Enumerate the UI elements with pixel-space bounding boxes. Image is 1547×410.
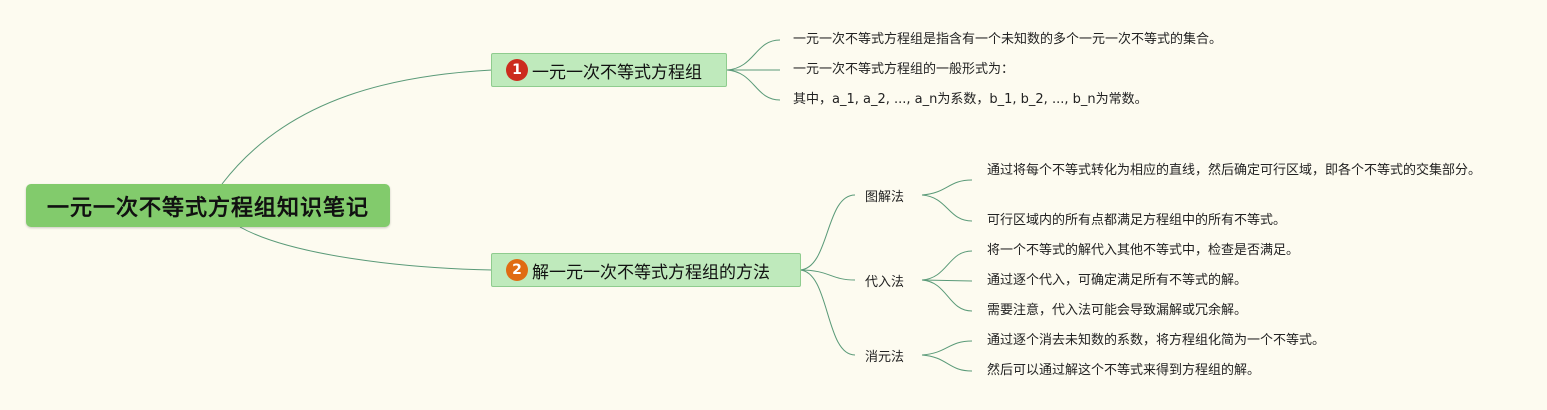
connector-branch2-method2 [799, 269, 856, 281]
connector-root-branch1 [221, 69, 493, 185]
priority-1-badge: 1 [506, 59, 528, 81]
leaf-elimination-simplify[interactable]: 通过逐个消去未知数的系数，将方程组化简为一个不等式。 [987, 333, 1326, 348]
connector-method1-leaf1 [921, 179, 973, 196]
leaf-definition-coefficients[interactable]: 其中，a_1, a_2, ..., a_n为系数，b_1, b_2, ..., … [793, 92, 1148, 107]
connector-method3-leaf2 [921, 354, 973, 372]
connector-method2-leaf3 [921, 279, 973, 312]
branch-solving-methods[interactable]: 2 解一元一次不等式方程组的方法 [491, 253, 801, 287]
method-elimination[interactable]: 消元法 [865, 350, 905, 365]
leaf-definition-general-form[interactable]: 一元一次不等式方程组的一般形式为： [793, 62, 1015, 77]
connector-branch2-method1 [799, 194, 856, 271]
leaf-graphing-lines[interactable]: 通过将每个不等式转化为相应的直线，然后确定可行区域，即各个不等式的交集部分。 [987, 163, 1482, 178]
connector-method2-leaf2 [921, 279, 973, 282]
leaf-substitution-caution[interactable]: 需要注意，代入法可能会导致漏解或冗余解。 [987, 303, 1248, 318]
priority-2-badge: 2 [506, 259, 528, 281]
branch-solving-methods-label: 解一元一次不等式方程组的方法 [532, 262, 770, 283]
connector-method3-leaf1 [921, 340, 973, 356]
leaf-elimination-solve[interactable]: 然后可以通过解这个不等式来得到方程组的解。 [987, 363, 1261, 378]
method-graphing[interactable]: 图解法 [865, 190, 905, 205]
leaf-graphing-feasible-region[interactable]: 可行区域内的所有点都满足方程组中的所有不等式。 [987, 213, 1287, 228]
connector-branch1-leaf3 [726, 69, 781, 101]
connector-root-branch2 [239, 226, 493, 271]
branch-definition-label: 一元一次不等式方程组 [532, 62, 702, 83]
connector-branch1-leaf1 [726, 39, 781, 71]
root-topic[interactable]: 一元一次不等式方程组知识笔记 [26, 184, 390, 227]
leaf-definition-meaning[interactable]: 一元一次不等式方程组是指含有一个未知数的多个一元一次不等式的集合。 [793, 32, 1223, 47]
connector-branch2-method3 [799, 269, 856, 356]
connector-method1-leaf2 [921, 194, 973, 222]
connector-method2-leaf1 [921, 250, 973, 281]
leaf-substitution-check[interactable]: 将一个不等式的解代入其他不等式中，检查是否满足。 [987, 243, 1300, 258]
leaf-substitution-iterate[interactable]: 通过逐个代入，可确定满足所有不等式的解。 [987, 273, 1248, 288]
method-substitution[interactable]: 代入法 [865, 275, 905, 290]
branch-definition[interactable]: 1 一元一次不等式方程组 [491, 53, 727, 87]
